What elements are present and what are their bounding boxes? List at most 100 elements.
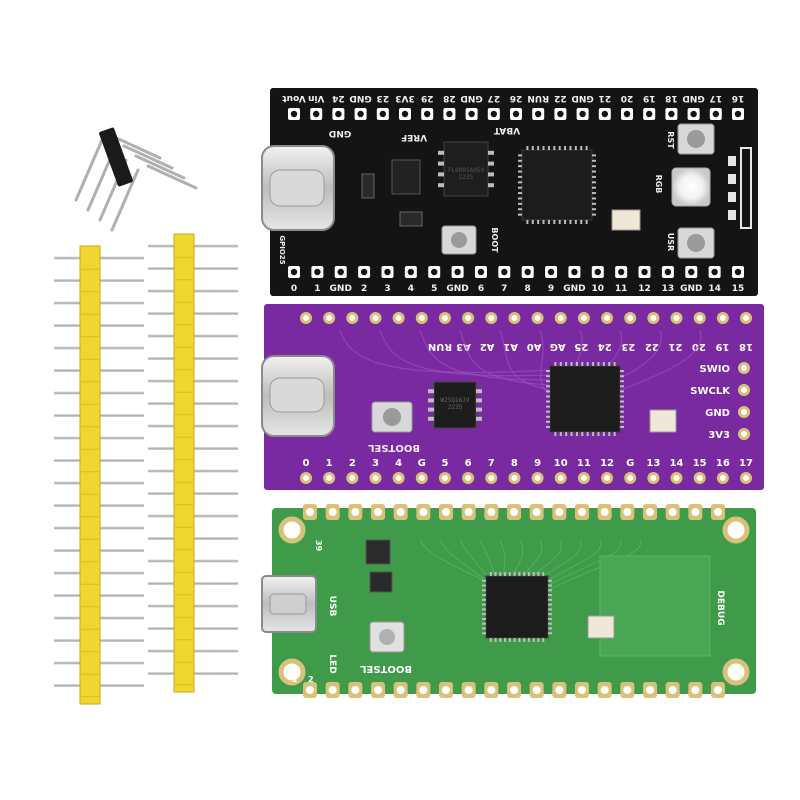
purple-side-label: SWCLK — [690, 386, 731, 397]
header-pin-tail — [216, 334, 238, 338]
black-bottom-pin-label: 8 — [525, 284, 531, 294]
black-bottom-pin-label: 7 — [501, 284, 507, 294]
black-top-pin-label: 17 — [710, 93, 723, 103]
header-pin-tail — [216, 627, 238, 630]
purple-bottom-pin-label: 0 — [303, 458, 310, 469]
mcu-chip-black — [521, 149, 593, 221]
label-bootsel-green: BOOTSEL — [359, 663, 411, 674]
regulator-chip-black — [391, 159, 421, 195]
header-pin-tail — [216, 514, 238, 518]
label-debug: DEBUG — [715, 590, 725, 625]
mount-hole-bl — [278, 658, 306, 686]
header-pin-tail — [122, 369, 144, 372]
purple-top-pin-label: 22 — [645, 341, 659, 352]
black-top-pin-label: GND — [571, 93, 593, 103]
header-pin-tail — [216, 267, 238, 270]
rst-button[interactable] — [677, 123, 715, 155]
purple-side-label: GND — [705, 408, 730, 419]
long-header-right — [148, 233, 238, 693]
small-right-angle-header — [74, 127, 198, 232]
header-pin-tail — [216, 672, 238, 675]
mount-hole-tl — [278, 516, 306, 544]
black-top-pin-label: 18 — [665, 93, 678, 103]
header-pin-tail — [216, 312, 238, 315]
purple-bottom-pin-label: 15 — [693, 458, 707, 469]
black-top-pin-label: Vout — [282, 93, 306, 103]
header-pin-tail — [216, 402, 238, 405]
header-pin-tail — [216, 582, 238, 585]
purple-top-pin-label: AG — [550, 341, 566, 352]
header-pin-tail — [216, 469, 238, 473]
purple-top-pin-label: RUN — [428, 341, 452, 352]
black-bottom-pin-label: 6 — [478, 284, 484, 294]
purple-top-pin-label: A3 — [456, 341, 471, 352]
header-pin-tail — [122, 616, 144, 620]
header-pin-tail — [216, 649, 238, 653]
header-pin-tail — [122, 414, 144, 417]
black-bottom-pin-label: 13 — [662, 284, 675, 294]
header-pin-tail — [216, 604, 238, 608]
black-top-pin-label: 3V3 — [395, 93, 415, 103]
purple-bottom-pin-label: G — [418, 458, 426, 469]
header-pin-tail — [122, 504, 144, 507]
purple-top-pin-label: 21 — [668, 341, 682, 352]
purple-top-pin-label: A1 — [503, 341, 518, 352]
purple-bottom-pin-label: 16 — [716, 458, 730, 469]
purple-bottom-pin-label: 1 — [326, 458, 333, 469]
black-top-pin-label: 27 — [488, 93, 501, 103]
small-header-pin — [110, 168, 140, 232]
black-bottom-pin-label: 2 — [361, 284, 367, 294]
purple-bottom-pin-label: 4 — [395, 458, 402, 469]
black-bottom-pin-label: 3 — [384, 284, 390, 294]
mount-hole-tr — [722, 516, 750, 544]
header-pin-tail — [122, 594, 144, 597]
label-gpio25: GPIO25 — [278, 235, 286, 264]
black-bottom-pin-label: 15 — [732, 284, 745, 294]
regulator-green — [369, 571, 393, 593]
label-39: 39 — [314, 540, 323, 552]
header-pin-tail — [122, 459, 144, 462]
bootsel-button-green[interactable] — [369, 621, 405, 653]
small-header-plastic — [99, 127, 133, 187]
purple-top-pin-label: A2 — [480, 341, 495, 352]
black-top-pin-label: RUN — [527, 93, 549, 103]
label-bootsel-purple: BOOTSEL — [367, 442, 419, 453]
purple-bottom-pin-label: 8 — [511, 458, 518, 469]
black-top-pin-label: 21 — [599, 93, 612, 103]
crystal-black — [611, 209, 641, 231]
label-usb: USB — [327, 596, 337, 617]
black-bottom-pin-label: 12 — [638, 284, 651, 294]
bootsel-button-purple[interactable] — [371, 401, 413, 433]
header-pin-tail — [122, 346, 144, 350]
header-pin-tail — [216, 492, 238, 495]
purple-bottom-pin-label: 7 — [488, 458, 495, 469]
flash-chip-purple — [433, 381, 477, 429]
small-header-pin — [74, 138, 104, 202]
purple-bottom-pin-label: G — [626, 458, 634, 469]
label-usr: USR — [666, 233, 675, 251]
black-bottom-pin-label: GND — [680, 284, 702, 294]
header-pin-tail — [216, 289, 238, 293]
header-pin-tail — [122, 571, 144, 575]
black-bottom-pin-label: GND — [563, 284, 585, 294]
black-side-pad — [728, 192, 736, 202]
black-top-pin-label: 16 — [732, 93, 745, 103]
boot-button-black[interactable] — [441, 225, 477, 255]
purple-bottom-pin-label: 12 — [600, 458, 614, 469]
purple-bottom-pin-label: 5 — [441, 458, 448, 469]
black-bottom-pin-label: GND — [330, 284, 352, 294]
label-vref: VREF — [401, 132, 427, 142]
black-bottom-pin-label: 10 — [592, 284, 605, 294]
inductor-green — [365, 539, 391, 565]
header-pin-tail — [122, 301, 144, 305]
black-side-pad — [728, 210, 736, 220]
purple-side-label: SWIO — [700, 364, 730, 375]
mount-hole-br — [722, 658, 750, 686]
header-plastic — [79, 245, 101, 705]
purple-bottom-pin-label: 11 — [577, 458, 591, 469]
usr-button[interactable] — [677, 227, 715, 259]
